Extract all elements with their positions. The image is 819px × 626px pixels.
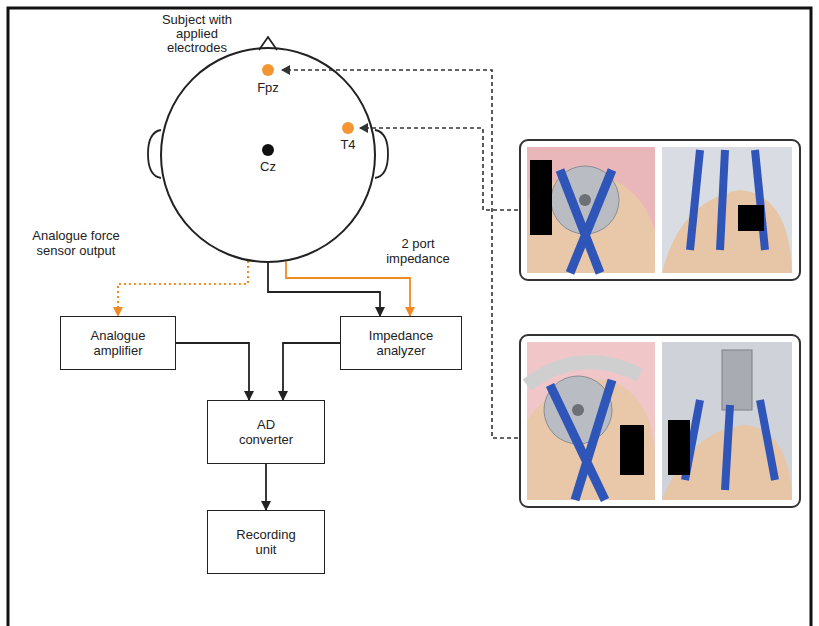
edge-label: Analogue force sensor output <box>30 228 122 258</box>
connector <box>286 262 410 317</box>
photo <box>527 147 655 273</box>
box-text: Impedance analyzer <box>360 328 442 358</box>
box-text: Recording unit <box>232 527 300 557</box>
ear <box>375 130 388 178</box>
box-text: Analogue amplifier <box>82 328 154 358</box>
process-box: Impedance analyzer <box>340 316 462 370</box>
electrode-label: Fpz <box>248 80 288 95</box>
electrode-dot <box>262 64 274 76</box>
leader-arrow <box>360 128 518 210</box>
connector <box>268 263 380 316</box>
box-text: AD converter <box>235 417 297 447</box>
process-box: Recording unit <box>207 510 325 574</box>
photo-panel <box>520 335 800 507</box>
head-outline: Subject with applied electrodes <box>160 47 376 263</box>
edge-label: 2 port impedance <box>378 236 458 266</box>
photo <box>662 342 792 500</box>
process-box: Analogue amplifier <box>60 316 176 370</box>
photo-panel <box>520 140 800 280</box>
heading-text: Subject with applied electrodes <box>155 13 239 55</box>
electrode-label: Cz <box>248 159 288 174</box>
connector <box>283 343 340 400</box>
photo <box>527 342 655 500</box>
frame <box>8 8 811 626</box>
connector <box>265 464 267 510</box>
process-box: AD converter <box>207 400 325 464</box>
electrode-dot <box>342 122 354 134</box>
electrode-dot <box>262 144 274 156</box>
leader-arrow <box>282 70 518 438</box>
photo <box>662 147 792 273</box>
electrode-label: T4 <box>328 137 368 152</box>
connector <box>176 343 249 400</box>
connector <box>118 261 248 316</box>
